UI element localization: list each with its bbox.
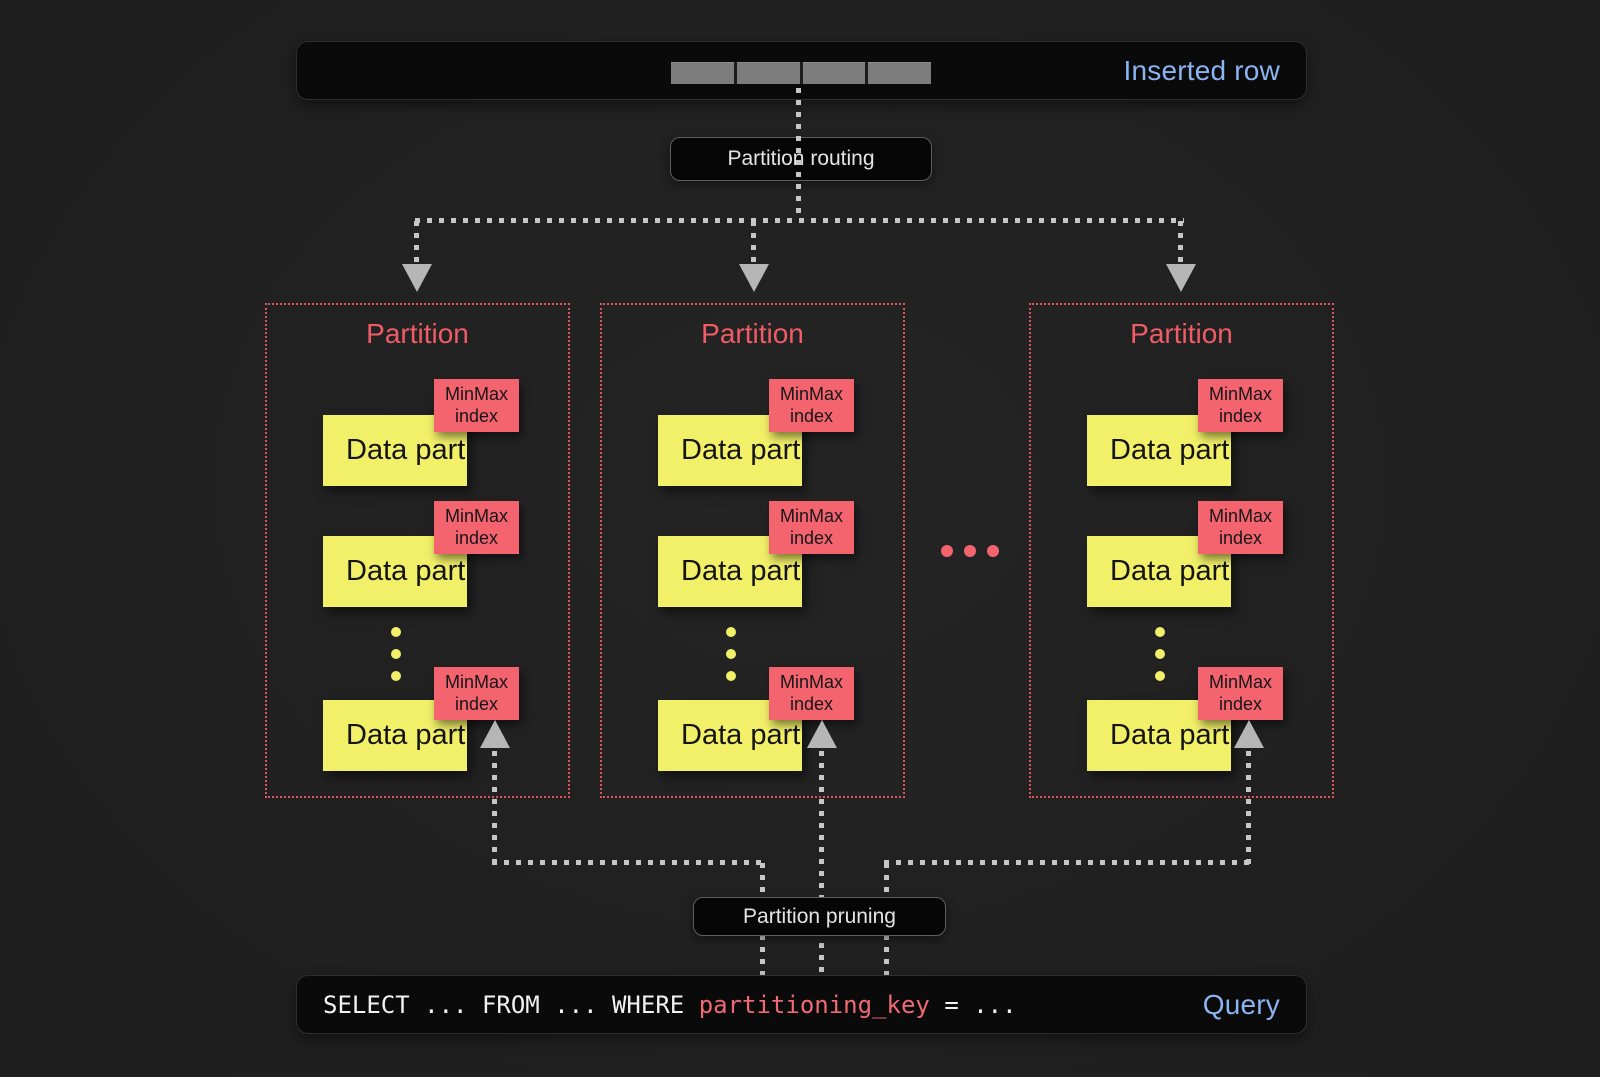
minmax-index-tag: MinMax index	[1198, 501, 1283, 554]
partition-routing-label: Partition routing	[670, 137, 932, 181]
sql-partitioning-key: partitioning_key	[698, 990, 930, 1019]
minmax-index-tag: MinMax index	[769, 379, 854, 432]
pruning-connector-line	[819, 751, 824, 975]
routing-connector-line	[796, 88, 801, 220]
row-segment	[736, 62, 800, 84]
pruning-connector-line	[492, 751, 497, 865]
partition-title: Partition	[366, 318, 469, 349]
query-bar: SELECT ... FROM ... WHERE partitioning_k…	[296, 975, 1307, 1034]
pruning-connector-line	[884, 860, 1251, 865]
inserted-row-label: Inserted row	[1123, 54, 1280, 86]
minmax-index-tag: MinMax index	[769, 667, 854, 720]
inserted-row-bar: Inserted row	[296, 41, 1307, 100]
minmax-index-tag: MinMax index	[434, 501, 519, 554]
routing-fanout-line	[415, 218, 1184, 223]
more-partitions-ellipsis-icon	[941, 545, 999, 557]
row-values-strip-icon	[671, 62, 931, 84]
query-label: Query	[1202, 988, 1280, 1020]
minmax-index-tag: MinMax index	[1198, 379, 1283, 432]
partition-box: Partition MinMax index Data part MinMax …	[265, 303, 570, 798]
row-segment	[671, 62, 734, 84]
partition-box: Partition MinMax index Data part MinMax …	[600, 303, 905, 798]
arrow-down-icon	[1166, 264, 1196, 292]
arrow-up-icon	[480, 720, 510, 748]
minmax-index-tag: MinMax index	[769, 501, 854, 554]
data-part-box: Data part	[1087, 415, 1231, 486]
partition-box: Partition MinMax index Data part MinMax …	[1029, 303, 1334, 798]
arrow-down-icon	[402, 264, 432, 292]
sql-pre: SELECT ... FROM ... WHERE	[323, 990, 699, 1019]
partition-pruning-label: Partition pruning	[693, 897, 946, 936]
minmax-index-tag: MinMax index	[434, 667, 519, 720]
more-parts-ellipsis-icon	[391, 627, 401, 681]
partition-title: Partition	[1130, 318, 1233, 349]
partition-title: Partition	[701, 318, 804, 349]
sql-query-text: SELECT ... FROM ... WHERE partitioning_k…	[323, 976, 1017, 1033]
row-segment	[802, 62, 866, 84]
arrow-down-icon	[739, 264, 769, 292]
arrow-up-icon	[807, 720, 837, 748]
row-segment	[868, 62, 931, 84]
data-part-box: Data part	[323, 700, 467, 771]
arrow-up-icon	[1234, 720, 1264, 748]
pruning-connector-line	[492, 860, 765, 865]
routing-branch-line	[751, 221, 756, 265]
routing-branch-line	[1178, 221, 1183, 265]
sql-post: = ...	[929, 990, 1017, 1019]
more-parts-ellipsis-icon	[726, 627, 736, 681]
more-parts-ellipsis-icon	[1155, 627, 1165, 681]
minmax-index-tag: MinMax index	[434, 379, 519, 432]
minmax-index-tag: MinMax index	[1198, 667, 1283, 720]
routing-branch-line	[414, 221, 419, 265]
pruning-connector-line	[1246, 751, 1251, 865]
